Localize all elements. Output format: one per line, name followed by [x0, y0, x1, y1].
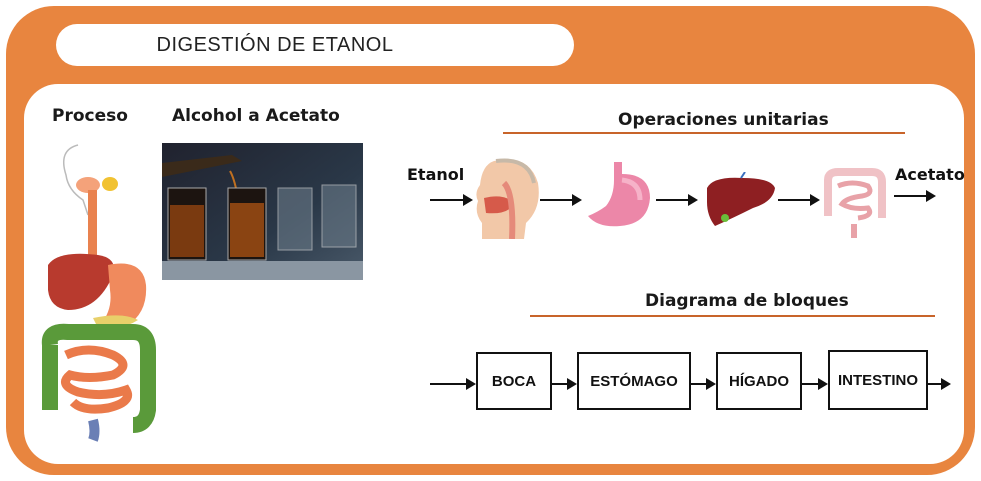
digestive-system-illustration [41, 144, 156, 442]
block-arrow-out-line [928, 383, 942, 385]
block-arrow-3-line [802, 383, 819, 385]
header-diagrama-bloques: Diagrama de bloques [645, 291, 849, 311]
arrow-boca-estomago-head [572, 194, 582, 206]
header-alcohol-acetato: Alcohol a Acetato [172, 106, 340, 126]
block-arrow-1-line [552, 383, 568, 385]
operaciones-divider [503, 132, 905, 134]
arrow-higado-intestino-head [810, 194, 820, 206]
stomach-icon [588, 162, 650, 227]
block-arrow-1-head [567, 378, 577, 390]
block-estomago: ESTÓMAGO [577, 352, 691, 410]
block-higado: HÍGADO [716, 352, 802, 410]
page-title: DIGESTIÓN DE ETANOL [56, 24, 574, 66]
block-arrow-3-head [818, 378, 828, 390]
intestine-icon [824, 168, 886, 238]
arrow-intestino-acetato-head [926, 190, 936, 202]
block-arrow-2-head [706, 378, 716, 390]
arrow-intestino-acetato-line [894, 195, 928, 197]
block-arrow-in-head [466, 378, 476, 390]
header-proceso: Proceso [52, 106, 128, 126]
arrow-higado-intestino-line [778, 199, 812, 201]
liver-icon [707, 172, 775, 226]
arrow-estomago-higado-head [688, 194, 698, 206]
header-operaciones-unitarias: Operaciones unitarias [618, 110, 829, 130]
input-label-etanol: Etanol [407, 165, 465, 184]
mouth-icon [476, 158, 539, 239]
block-arrow-out-head [941, 378, 951, 390]
arrow-estomago-higado-line [656, 199, 690, 201]
block-arrow-in-line [430, 383, 468, 385]
arrow-etanol-boca-head [463, 194, 473, 206]
alcohol-photo [162, 143, 363, 280]
block-intestino: INTESTINO [828, 350, 928, 410]
arrow-etanol-boca-line [430, 199, 466, 201]
block-boca: BOCA [476, 352, 552, 410]
output-label-acetato: Acetato [895, 165, 965, 184]
diagrama-divider [530, 315, 935, 317]
arrow-boca-estomago-line [540, 199, 574, 201]
block-arrow-2-line [691, 383, 707, 385]
